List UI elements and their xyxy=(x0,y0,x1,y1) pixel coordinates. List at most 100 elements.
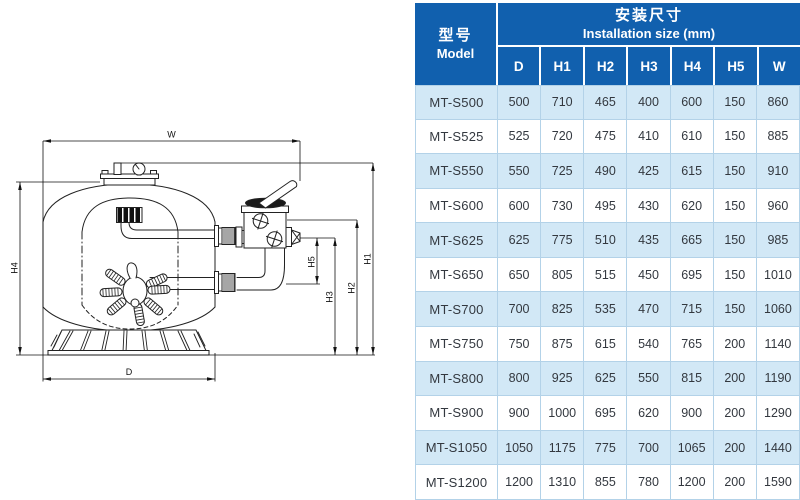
value-cell: 150 xyxy=(713,85,757,120)
model-cell: MT-S550 xyxy=(415,154,498,189)
value-cell: 860 xyxy=(756,85,800,120)
value-cell: 1200 xyxy=(498,465,542,500)
value-cell: 150 xyxy=(713,154,757,189)
value-cell: 150 xyxy=(713,292,757,328)
value-cell: 1000 xyxy=(541,396,585,431)
value-cell: 410 xyxy=(627,119,671,155)
value-cell: 475 xyxy=(584,119,628,155)
value-cell: 1140 xyxy=(756,327,800,362)
model-cell: MT-S525 xyxy=(415,119,498,155)
value-cell: 550 xyxy=(627,361,671,397)
tank-dome xyxy=(42,183,216,223)
model-cell: MT-S1200 xyxy=(415,465,498,500)
col-header-h3: H3 xyxy=(628,47,672,85)
dim-label-h2: H2 xyxy=(347,282,357,294)
value-cell: 615 xyxy=(670,154,714,189)
valve-handle xyxy=(258,180,298,209)
model-cell: MT-S500 xyxy=(415,85,498,120)
value-cell: 150 xyxy=(713,119,757,155)
value-cell: 600 xyxy=(670,85,714,120)
value-cell: 200 xyxy=(713,327,757,362)
dim-label-h3: H3 xyxy=(325,291,335,303)
value-cell: 1190 xyxy=(756,361,800,397)
value-cell: 535 xyxy=(584,292,628,328)
value-cell: 710 xyxy=(541,85,585,120)
model-cell: MT-S800 xyxy=(415,361,498,397)
model-cell: MT-S1050 xyxy=(415,430,498,466)
dim-label-w: W xyxy=(167,130,176,140)
value-cell: 500 xyxy=(498,85,542,120)
installation-diagram: W D H4 H1 H2 H3 H5 xyxy=(9,129,375,382)
sand-filter-drawing: W D H4 H1 H2 H3 H5 xyxy=(10,130,375,382)
model-cell: MT-S650 xyxy=(415,257,498,293)
value-cell: 1065 xyxy=(670,430,714,466)
value-cell: 490 xyxy=(584,154,628,189)
value-cell: 725 xyxy=(541,154,585,189)
value-cell: 1050 xyxy=(498,430,542,466)
air-relief-valve xyxy=(113,162,122,175)
value-cell: 700 xyxy=(498,292,542,328)
value-cell: 815 xyxy=(670,361,714,397)
value-cell: 465 xyxy=(584,85,628,120)
value-cell: 515 xyxy=(584,257,628,293)
value-cell: 495 xyxy=(584,188,628,224)
value-cell: 200 xyxy=(713,361,757,397)
value-cell: 400 xyxy=(627,85,671,120)
multiport-valve xyxy=(235,180,301,291)
col-header-d: D xyxy=(498,47,542,85)
value-cell: 1310 xyxy=(541,465,585,500)
col-header-h2: H2 xyxy=(584,47,629,85)
value-cell: 1290 xyxy=(756,396,800,431)
upper-bulkhead xyxy=(214,225,236,247)
col-header-h1: H1 xyxy=(541,47,585,85)
value-cell: 900 xyxy=(498,396,542,431)
value-cell: 695 xyxy=(670,257,714,293)
dim-label-h1: H1 xyxy=(363,253,373,265)
size-header-en: Installation size (mm) xyxy=(582,26,716,41)
value-cell: 925 xyxy=(541,361,585,397)
value-cell: 200 xyxy=(713,430,757,466)
model-header: 型号 Model xyxy=(415,3,498,85)
value-cell: 910 xyxy=(756,154,800,189)
dim-label-d: D xyxy=(126,367,133,377)
upper-internal-pipe xyxy=(120,222,215,239)
value-cell: 825 xyxy=(541,292,585,328)
value-cell: 1200 xyxy=(670,465,714,500)
value-cell: 450 xyxy=(627,257,671,293)
tank-dish-bottom xyxy=(42,306,216,332)
value-cell: 550 xyxy=(498,154,542,189)
value-cell: 875 xyxy=(541,327,585,362)
value-cell: 150 xyxy=(713,188,757,224)
value-cell: 470 xyxy=(627,292,671,328)
value-cell: 750 xyxy=(498,327,542,362)
value-cell: 780 xyxy=(627,465,671,500)
dim-label-h4: H4 xyxy=(10,262,20,274)
model-cell: MT-S625 xyxy=(415,223,498,258)
value-cell: 805 xyxy=(541,257,585,293)
value-cell: 435 xyxy=(627,223,671,258)
model-cell: MT-S700 xyxy=(415,292,498,328)
value-cell: 695 xyxy=(584,396,628,431)
value-cell: 150 xyxy=(713,257,757,293)
value-cell: 620 xyxy=(670,188,714,224)
value-cell: 700 xyxy=(627,430,671,466)
value-cell: 765 xyxy=(670,327,714,362)
value-cell: 1060 xyxy=(756,292,800,328)
value-cell: 775 xyxy=(584,430,628,466)
value-cell: 900 xyxy=(670,396,714,431)
value-cell: 855 xyxy=(584,465,628,500)
base-skirt xyxy=(51,329,207,351)
base-plate xyxy=(47,350,210,356)
value-cell: 665 xyxy=(670,223,714,258)
value-cell: 715 xyxy=(670,292,714,328)
value-cell: 960 xyxy=(756,188,800,224)
